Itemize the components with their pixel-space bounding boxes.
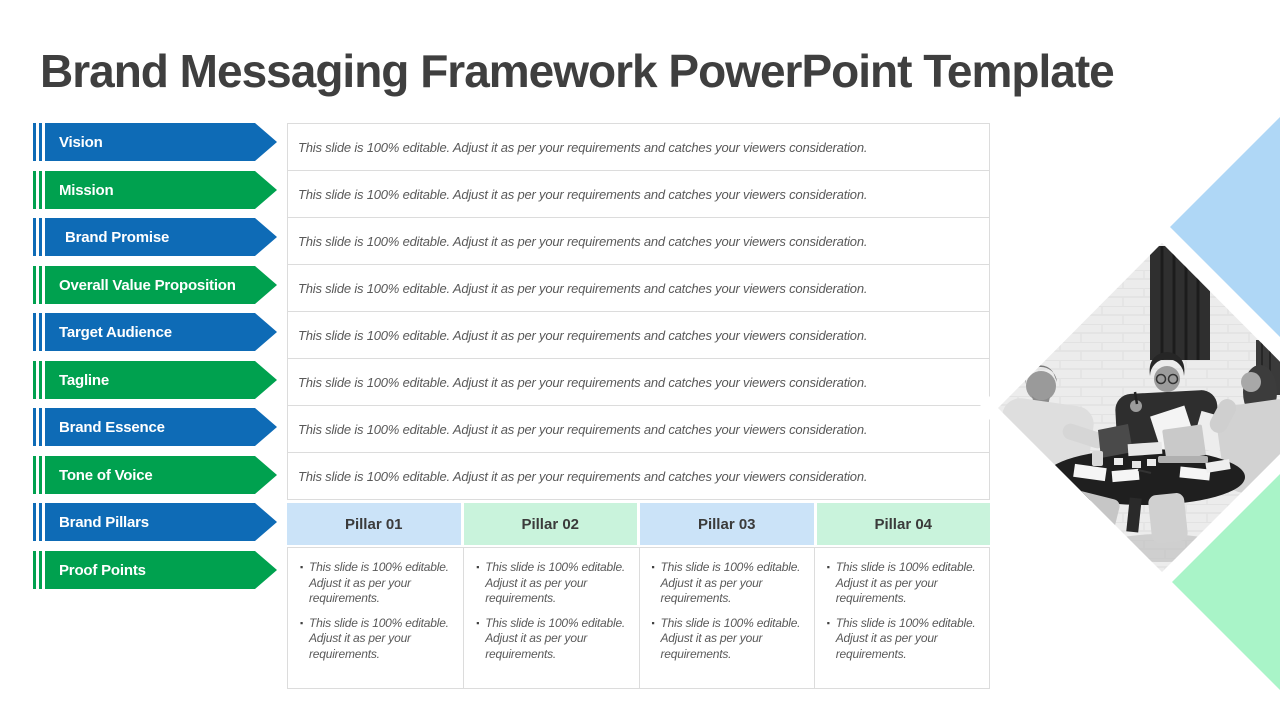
arrow-label-tone-of-voice: Tone of Voice bbox=[33, 456, 277, 494]
square-bullet-icon: ▪ bbox=[476, 617, 480, 628]
bullet-text: This slide is 100% editable. Adjust it a… bbox=[660, 560, 801, 606]
blue-diamond-shape bbox=[1170, 117, 1280, 337]
arrow-label-text: Proof Points bbox=[45, 551, 277, 589]
pillar-02-header: Pillar 02 bbox=[463, 503, 637, 545]
arrow-stripe bbox=[33, 123, 36, 161]
square-bullet-icon: ▪ bbox=[651, 562, 655, 572]
arrow-label-text: Tone of Voice bbox=[45, 456, 277, 494]
description-row: This slide is 100% editable. Adjust it a… bbox=[287, 171, 990, 218]
arrow-label-mission: Mission bbox=[33, 171, 277, 209]
pillar-03-cell: ▪ This slide is 100% editable. Adjust it … bbox=[638, 548, 814, 688]
description-row: This slide is 100% editable. Adjust it a… bbox=[287, 359, 990, 406]
arrow-stripe bbox=[33, 266, 36, 304]
arrow-label-proof-points: Proof Points bbox=[33, 551, 277, 589]
arrow-label-text: Overall Value Proposition bbox=[45, 266, 277, 304]
arrow-label-brand-promise: Brand Promise bbox=[33, 218, 277, 256]
arrow-stripe bbox=[39, 266, 42, 304]
square-bullet-icon: ▪ bbox=[651, 617, 655, 628]
arrow-stripe bbox=[39, 313, 42, 351]
bullet-item: ▪ This slide is 100% editable. Adjust it … bbox=[476, 560, 630, 607]
bullet-text: This slide is 100% editable. Adjust it a… bbox=[485, 615, 626, 661]
arrow-label-tagline: Tagline bbox=[33, 361, 277, 399]
arrow-stripe bbox=[33, 456, 36, 494]
bullet-item: ▪ This slide is 100% editable. Adjust it … bbox=[476, 616, 630, 663]
square-bullet-icon: ▪ bbox=[826, 617, 830, 628]
arrow-stripe bbox=[39, 408, 42, 446]
bullet-item: ▪ This slide is 100% editable. Adjust it … bbox=[652, 560, 806, 607]
pillar-03-header: Pillar 03 bbox=[640, 503, 814, 545]
arrow-stripe bbox=[33, 313, 36, 351]
arrow-label-text: Mission bbox=[45, 171, 277, 209]
green-diamond-shape bbox=[1168, 466, 1280, 690]
square-bullet-icon: ▪ bbox=[300, 562, 303, 572]
arrow-label-target-audience: Target Audience bbox=[33, 313, 277, 351]
arrow-stripe bbox=[39, 171, 42, 209]
pillar-01-header: Pillar 01 bbox=[287, 503, 461, 545]
arrow-stripe bbox=[39, 218, 42, 256]
bullet-item: ▪ This slide is 100% editable. Adjust it … bbox=[300, 560, 455, 607]
bullet-item: ▪ This slide is 100% editable. Adjust it … bbox=[827, 560, 981, 607]
pillar-04-cell: ▪ This slide is 100% editable. Adjust it … bbox=[813, 548, 989, 688]
description-row: This slide is 100% editable. Adjust it a… bbox=[287, 265, 990, 312]
pillar-01-cell: ▪ This slide is 100% editable. Adjust it … bbox=[288, 548, 463, 688]
bullet-text: This slide is 100% editable. Adjust it a… bbox=[835, 560, 976, 606]
arrow-stripe bbox=[39, 503, 42, 541]
arrow-stripe bbox=[33, 551, 36, 589]
arrow-stripe bbox=[39, 361, 42, 399]
team-meeting-photo bbox=[998, 243, 1280, 572]
pillar-02-cell: ▪ This slide is 100% editable. Adjust it … bbox=[463, 548, 638, 688]
slide-title: Brand Messaging Framework PowerPoint Tem… bbox=[40, 45, 1115, 97]
arrow-stripe bbox=[33, 218, 36, 256]
square-bullet-icon: ▪ bbox=[826, 562, 830, 572]
photo-white-border bbox=[978, 224, 1280, 592]
arrow-stripe bbox=[33, 361, 36, 399]
description-row: This slide is 100% editable. Adjust it a… bbox=[287, 312, 990, 359]
arrow-stripe bbox=[33, 408, 36, 446]
pillar-04-header: Pillar 04 bbox=[816, 503, 990, 545]
arrow-label-vision: Vision bbox=[33, 123, 277, 161]
description-row: This slide is 100% editable. Adjust it a… bbox=[287, 218, 990, 265]
bullet-text: This slide is 100% editable. Adjust it a… bbox=[309, 615, 449, 661]
arrow-label-brand-essence: Brand Essence bbox=[33, 408, 277, 446]
arrow-stripe bbox=[39, 456, 42, 494]
bullet-item: ▪ This slide is 100% editable. Adjust it … bbox=[300, 616, 455, 663]
bullet-item: ▪ This slide is 100% editable. Adjust it … bbox=[652, 616, 806, 663]
description-row: This slide is 100% editable. Adjust it a… bbox=[287, 453, 990, 500]
bullet-text: This slide is 100% editable. Adjust it a… bbox=[485, 560, 626, 606]
arrow-label-text: Brand Essence bbox=[45, 408, 277, 446]
arrow-label-text: Vision bbox=[45, 123, 277, 161]
bullet-item: ▪ This slide is 100% editable. Adjust it … bbox=[827, 616, 981, 663]
arrow-stripe bbox=[39, 551, 42, 589]
arrow-stripe bbox=[33, 503, 36, 541]
arrow-label-text: Target Audience bbox=[45, 313, 277, 351]
square-bullet-icon: ▪ bbox=[476, 562, 480, 572]
bullet-text: This slide is 100% editable. Adjust it a… bbox=[309, 560, 449, 606]
description-rows: This slide is 100% editable. Adjust it a… bbox=[287, 123, 990, 500]
arrow-label-brand-pillars: Brand Pillars bbox=[33, 503, 277, 541]
pillar-body-row: ▪ This slide is 100% editable. Adjust it … bbox=[287, 547, 990, 689]
bullet-text: This slide is 100% editable. Adjust it a… bbox=[660, 615, 801, 661]
arrow-label-overall-value-proposition: Overall Value Proposition bbox=[33, 266, 277, 304]
arrow-label-text: Brand Pillars bbox=[45, 503, 277, 541]
arrow-label-text: Tagline bbox=[45, 361, 277, 399]
pillar-header-row: Pillar 01 Pillar 02 Pillar 03 Pillar 04 bbox=[287, 503, 990, 545]
bullet-text: This slide is 100% editable. Adjust it a… bbox=[835, 615, 976, 661]
arrow-stripe bbox=[33, 171, 36, 209]
arrow-label-text: Brand Promise bbox=[45, 218, 277, 256]
square-bullet-icon: ▪ bbox=[300, 617, 303, 628]
description-row: This slide is 100% editable. Adjust it a… bbox=[287, 124, 990, 171]
description-row: This slide is 100% editable. Adjust it a… bbox=[287, 406, 990, 453]
arrow-stripe bbox=[39, 123, 42, 161]
